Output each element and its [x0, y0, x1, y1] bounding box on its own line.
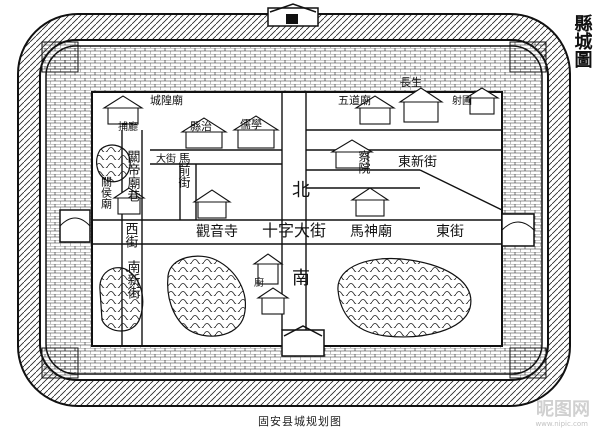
label-yamen: 縣治	[190, 119, 212, 133]
guanyin-temple-icon	[192, 189, 232, 219]
label-mashen-temple: 馬神廟	[350, 223, 392, 240]
label-guanyin-temple: 觀音寺	[196, 223, 238, 240]
north-gate-icon	[267, 3, 319, 27]
label-guandi-temple-lane: 關帝廟巷	[125, 150, 141, 202]
watermark: 昵图网	[536, 399, 590, 420]
south-gate-icon	[281, 325, 325, 357]
label-east-street: 東街	[436, 224, 464, 240]
label-south: 南	[292, 268, 310, 289]
south-temple-icon	[256, 287, 290, 315]
label-changsheng: 長生	[400, 75, 422, 89]
label-she-garden: 射圃	[452, 95, 472, 107]
yamen-icon	[180, 117, 228, 149]
school-icon	[232, 115, 280, 149]
city-god-temple-icon	[102, 95, 144, 125]
west-pond	[99, 267, 144, 332]
label-capture-hall: 捕廳	[118, 120, 138, 133]
label-kitchen: 廚	[254, 276, 264, 289]
label-maqian-street: 馬前街	[177, 152, 191, 188]
label-city-god-temple: 城隍廟	[150, 93, 183, 107]
mashen-temple-icon	[350, 187, 390, 217]
map-title: 縣城圖	[572, 14, 593, 69]
she-garden-icon	[464, 87, 500, 115]
guandi-temple-icon	[112, 187, 146, 215]
label-new-east-street: 東新街	[398, 154, 437, 170]
label-cross-street: 十字大街	[262, 221, 326, 240]
watermark-url: www.nipic.com	[535, 420, 588, 428]
south-shrine-icon	[252, 253, 284, 285]
changsheng-temple-icon	[398, 87, 444, 123]
northwest-pond	[96, 144, 131, 183]
map-caption: 固安县城规划图	[258, 415, 342, 428]
label-north: 北	[292, 180, 310, 201]
label-chacha-court: 察院	[357, 150, 371, 174]
wudao-temple-icon	[354, 95, 396, 125]
label-wudao-temple: 五道廟	[338, 93, 371, 107]
west-gate-icon	[59, 209, 91, 243]
east-gate-icon	[501, 213, 535, 247]
chacha-court-icon	[330, 139, 374, 169]
label-west-street: 西街	[123, 222, 139, 248]
street-grid	[92, 92, 503, 346]
central-pond	[167, 255, 246, 337]
east-pond	[337, 257, 472, 338]
corner-tower-icon	[41, 41, 547, 379]
label-school: 儒學	[240, 118, 262, 131]
buildings	[102, 87, 500, 315]
label-daxiang-street: 大街	[156, 152, 176, 165]
label-new-south-street: 南新街	[125, 259, 141, 299]
label-guandi-temple: 關侯廟	[100, 176, 113, 210]
